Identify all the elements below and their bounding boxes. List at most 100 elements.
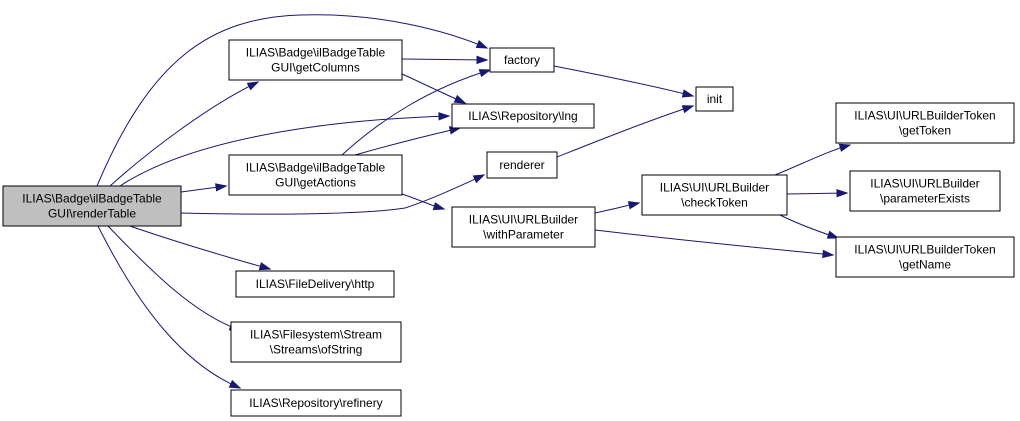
arrow-head	[472, 174, 486, 184]
node-layer: ILIAS\Badge\ilBadgeTableGUI\renderTableI…	[2, 39, 1015, 417]
arrow-head	[432, 202, 446, 211]
node-box	[235, 270, 395, 298]
edge-line	[774, 144, 851, 176]
node-label-line: \Streams\ofString	[270, 343, 363, 357]
node-box	[230, 389, 402, 417]
node-factory[interactable]: factory	[489, 47, 555, 73]
edge-rendertable-to-lng	[119, 112, 451, 187]
node-label-line: GUI\getActions	[275, 176, 356, 190]
node-lng[interactable]: ILIAS\Repository\lng	[451, 103, 595, 129]
edge-renderer-to-init	[556, 105, 695, 158]
node-box	[849, 170, 1001, 212]
node-gettoken[interactable]: ILIAS\UI\URLBuilderToken\getToken	[835, 102, 1015, 144]
node-box	[228, 154, 403, 196]
edge-line	[180, 174, 485, 215]
edge-rendertable-to-getactions	[180, 183, 228, 193]
arrow-head	[681, 89, 695, 98]
node-box	[489, 47, 555, 73]
edge-line	[556, 105, 694, 158]
edge-checktoken-to-parameterexists	[786, 188, 849, 198]
node-renderer[interactable]: renderer	[486, 151, 558, 179]
edge-rendertable-to-http	[129, 225, 272, 271]
node-label-line: ILIAS\Repository\refinery	[249, 396, 382, 410]
edge-line	[129, 225, 271, 270]
edge-line	[553, 65, 694, 97]
edge-line	[354, 127, 461, 156]
node-label-line: ILIAS\Repository\lng	[468, 109, 577, 123]
arrow-head	[475, 40, 489, 49]
node-box	[695, 86, 734, 112]
arrow-head	[826, 230, 840, 239]
node-withparameter[interactable]: ILIAS\UI\URLBuilder\withParameter	[451, 206, 596, 248]
edge-line	[107, 225, 241, 331]
node-label-line: ILIAS\FileDelivery\http	[256, 277, 375, 291]
node-label-line: renderer	[499, 158, 544, 172]
arrow-head	[476, 55, 489, 65]
edge-getcolumns-to-factory	[401, 55, 489, 65]
arrow-head	[228, 379, 242, 389]
arrow-head	[215, 183, 228, 192]
node-label-line: ILIAS\UI\URLBuilderToken	[854, 243, 995, 257]
node-label-line: GUI\getColumns	[271, 61, 360, 75]
node-box	[2, 185, 182, 227]
arrow-head	[836, 188, 849, 198]
node-box	[451, 206, 596, 248]
node-parameterexists[interactable]: ILIAS\UI\URLBuilder\parameterExists	[849, 170, 1001, 212]
node-ofstring[interactable]: ILIAS\Filesystem\Stream\Streams\ofString	[230, 321, 402, 363]
arrow-head	[246, 81, 260, 91]
arrow-head	[258, 262, 272, 271]
edge-withparameter-to-getname	[594, 229, 835, 259]
edge-rendertable-to-ofstring	[107, 225, 242, 331]
node-box	[835, 236, 1015, 278]
edge-withparameter-to-checktoken	[594, 201, 641, 214]
node-box	[641, 174, 788, 216]
edge-line	[109, 81, 259, 187]
arrow-head	[681, 105, 695, 114]
node-box	[486, 151, 558, 179]
arrow-head	[822, 249, 835, 259]
arrow-head	[453, 94, 467, 104]
arrow-head	[838, 143, 852, 152]
edge-rendertable-to-renderer	[180, 174, 486, 215]
edge-line	[594, 229, 834, 256]
node-refinery[interactable]: ILIAS\Repository\refinery	[230, 389, 402, 417]
edge-getactions-to-withparameter	[401, 193, 446, 211]
node-label-line: GUI\renderTable	[48, 207, 136, 221]
edge-checktoken-to-gettoken	[774, 143, 852, 176]
node-label-line: ILIAS\Badge\ilBadgeTable	[22, 192, 162, 206]
node-label-line: \withParameter	[483, 228, 564, 242]
node-checktoken[interactable]: ILIAS\UI\URLBuilder\checkToken	[641, 174, 788, 216]
node-label-line: ILIAS\Badge\ilBadgeTable	[246, 161, 386, 175]
node-label-line: \parameterExists	[880, 192, 970, 206]
node-label-line: \checkToken	[681, 196, 748, 210]
edge-rendertable-to-getcolumns	[109, 81, 260, 187]
node-label-line: \getToken	[899, 124, 951, 138]
node-box	[230, 321, 402, 363]
edge-getactions-to-factory	[341, 69, 492, 156]
node-http[interactable]: ILIAS\FileDelivery\http	[235, 270, 395, 298]
node-label-line: init	[707, 92, 723, 106]
node-box	[451, 103, 595, 129]
edge-line	[119, 115, 450, 187]
edge-getcolumns-to-lng	[401, 73, 467, 104]
node-init[interactable]: init	[695, 86, 734, 112]
edge-factory-to-init	[553, 65, 695, 98]
node-label-line: \getName	[899, 258, 951, 272]
node-label-line: ILIAS\Badge\ilBadgeTable	[246, 46, 386, 60]
node-getname[interactable]: ILIAS\UI\URLBuilderToken\getName	[835, 236, 1015, 278]
edge-line	[97, 225, 241, 389]
node-label-line: factory	[504, 53, 540, 67]
arrow-head	[438, 112, 451, 121]
edge-rendertable-to-refinery	[97, 225, 242, 389]
node-label-line: ILIAS\UI\URLBuilder	[870, 177, 979, 191]
node-label-line: ILIAS\UI\URLBuilderToken	[854, 109, 995, 123]
node-label-line: ILIAS\UI\URLBuilder	[660, 181, 769, 195]
node-label-line: ILIAS\UI\URLBuilder	[469, 213, 578, 227]
edge-line	[401, 58, 488, 61]
arrow-head	[478, 69, 492, 78]
edge-line	[341, 69, 491, 156]
